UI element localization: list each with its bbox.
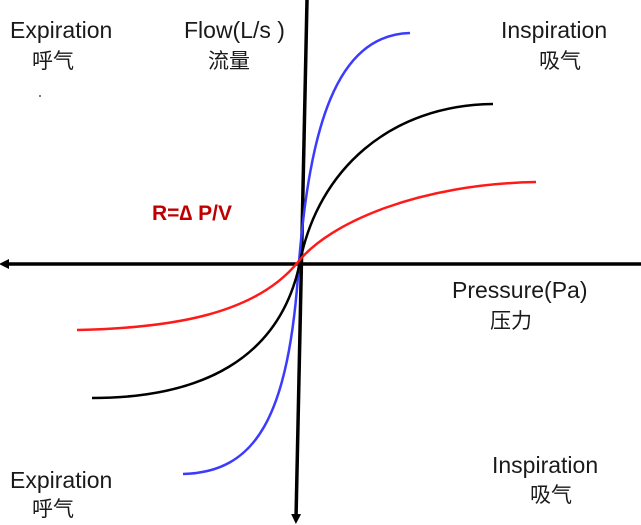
stray-dot: [39, 95, 41, 97]
x-axis-label-zh: 压力: [490, 309, 532, 333]
y-axis-label: Flow(L/s ): [184, 17, 285, 43]
label-inspiration-top-right-zh: 吸气: [539, 49, 581, 73]
label-inspiration-top-right: Inspiration: [501, 17, 608, 43]
curve-low-resistance: [182, 31, 411, 476]
resistance-equation: R=∆ P/V: [152, 202, 232, 225]
label-expiration-top-left: Expiration: [10, 17, 113, 43]
x-axis-label: Pressure(Pa): [452, 277, 588, 303]
curve-high-resistance: [76, 180, 537, 332]
label-expiration-bottom-left-zh: 呼气: [32, 497, 74, 521]
label-expiration-bottom-left: Expiration: [10, 467, 113, 493]
y-axis-label-zh: 流量: [208, 49, 250, 73]
curve-medium-resistance: [91, 102, 494, 400]
label-inspiration-bottom-right: Inspiration: [492, 452, 599, 478]
label-expiration-top-left-zh: 呼气: [32, 49, 74, 73]
label-inspiration-bottom-right-zh: 吸气: [530, 483, 572, 507]
